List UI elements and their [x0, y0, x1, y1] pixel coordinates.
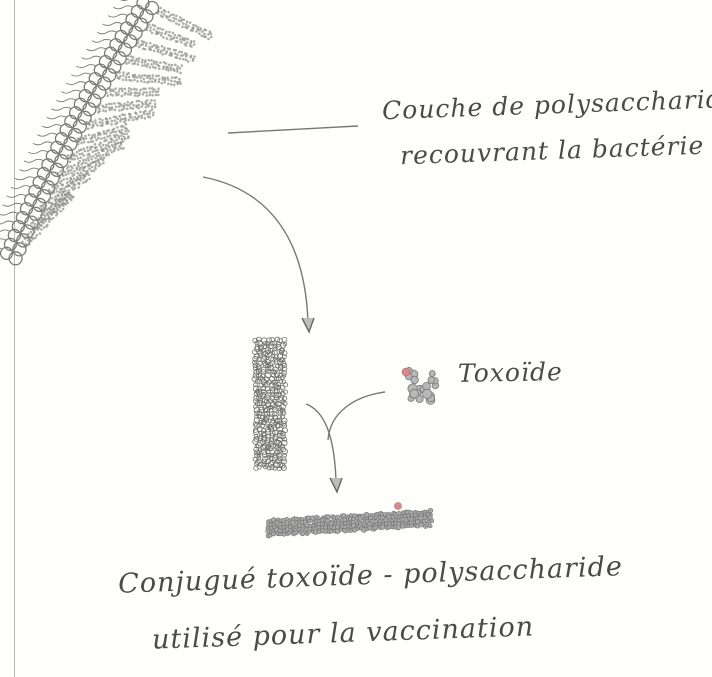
- conjugate-molecule-icon: [265, 502, 435, 539]
- label-leader-line: [227, 125, 359, 134]
- toxoid-label: Toxoïde: [457, 357, 563, 388]
- extraction-arrow: [202, 176, 309, 323]
- isolated-polysaccharide-icon: [251, 336, 288, 472]
- conjugation-arrow-head: [329, 477, 343, 494]
- extraction-arrow-head: [301, 317, 315, 334]
- polysaccharide-chain-icon: [21, 6, 213, 247]
- page-left-edge: [14, 0, 15, 677]
- toxoid-protein-icon: [401, 367, 440, 405]
- polysaccharide-arrow: [305, 403, 337, 481]
- toxoid-arrow: [327, 391, 386, 441]
- bacterial-membrane-icon: [0, 0, 160, 266]
